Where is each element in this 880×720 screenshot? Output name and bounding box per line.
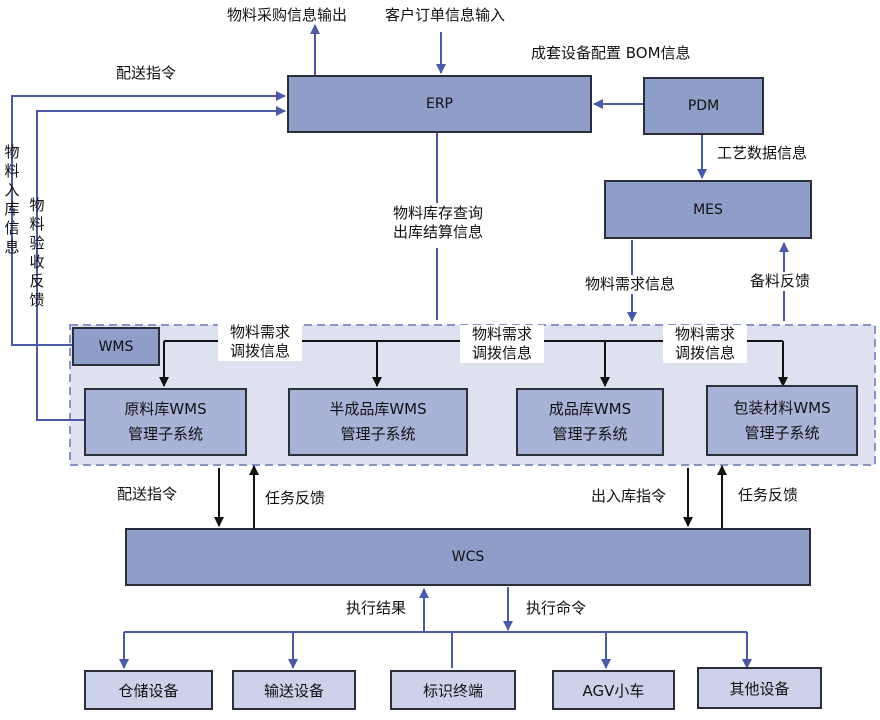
label-line: 物料需求 — [471, 325, 532, 343]
label-task-feedback-left: 任务反馈 — [265, 489, 326, 507]
label-line: 物料库存查询 — [392, 204, 483, 222]
device-id-terminal: 标识终端 — [390, 670, 516, 710]
label-purchase-output: 物料采购信息输出 — [227, 6, 348, 24]
device-storage: 仓储设备 — [84, 670, 213, 710]
subsystem-type: 管理子系统 — [127, 425, 203, 443]
label-prep-feedback: 备料反馈 — [748, 272, 813, 291]
label-transfer-3: 物料需求 调拨信息 — [663, 325, 747, 363]
label-line: 调拨信息 — [229, 342, 290, 360]
label-transfer-1: 物料需求 调拨信息 — [218, 323, 302, 361]
arrow-inbound-info — [11, 91, 286, 346]
subsystem-type: 管理子系统 — [340, 425, 416, 443]
label-exec-cmd: 执行命令 — [526, 599, 587, 617]
label-inventory-query: 物料库存查询 出库结算信息 — [383, 204, 493, 242]
wcs-box: WCS — [125, 528, 811, 586]
label-line: 出库结算信息 — [392, 223, 483, 241]
arrow-inspection-feedback — [36, 106, 286, 421]
label-transfer-2: 物料需求 调拨信息 — [460, 325, 544, 363]
label-customer-order: 客户订单信息输入 — [385, 6, 506, 24]
subsystem-type: 管理子系统 — [744, 423, 820, 442]
label-task-feedback-right: 任务反馈 — [738, 486, 799, 504]
label-inbound-info: 物料入库信息 — [4, 143, 20, 256]
subsystem-name: 成品库WMS — [548, 400, 632, 418]
label-exec-result: 执行结果 — [346, 599, 407, 617]
label-delivery-cmd-bottom: 配送指令 — [117, 485, 178, 503]
label-line: 物料需求 — [674, 325, 735, 343]
wms-subsystem-semi: 半成品库WMS 管理子系统 — [288, 388, 468, 456]
label-material-demand: 物料需求信息 — [583, 275, 678, 294]
wms-label-box: WMS — [72, 327, 160, 366]
label-line: 调拨信息 — [674, 344, 735, 362]
wms-subsystem-raw: 原料库WMS 管理子系统 — [84, 388, 247, 456]
label-delivery-cmd-top: 配送指令 — [116, 64, 177, 82]
device-conveyor: 输送设备 — [232, 670, 356, 710]
pdm-box: PDM — [643, 77, 764, 135]
label-line: 物料需求 — [229, 323, 290, 341]
label-in-out-cmd: 出入库指令 — [591, 487, 667, 505]
wms-subsystem-packaging: 包装材料WMS 管理子系统 — [706, 385, 858, 456]
label-process-data: 工艺数据信息 — [717, 144, 808, 162]
wms-subsystem-finished: 成品库WMS 管理子系统 — [516, 388, 664, 456]
mes-box: MES — [604, 180, 812, 239]
label-bom-info: 成套设备配置 BOM信息 — [531, 44, 691, 62]
subsystem-type: 管理子系统 — [552, 425, 628, 443]
device-other: 其他设备 — [697, 667, 822, 709]
subsystem-name: 半成品库WMS — [329, 400, 427, 418]
device-agv: AGV小车 — [552, 670, 675, 710]
erp-box: ERP — [287, 75, 592, 133]
subsystem-name: 原料库WMS — [124, 400, 207, 418]
subsystem-name: 包装材料WMS — [733, 398, 831, 417]
label-line: 调拨信息 — [471, 344, 532, 362]
label-inspection-feedback: 物料验收反馈 — [29, 196, 45, 309]
